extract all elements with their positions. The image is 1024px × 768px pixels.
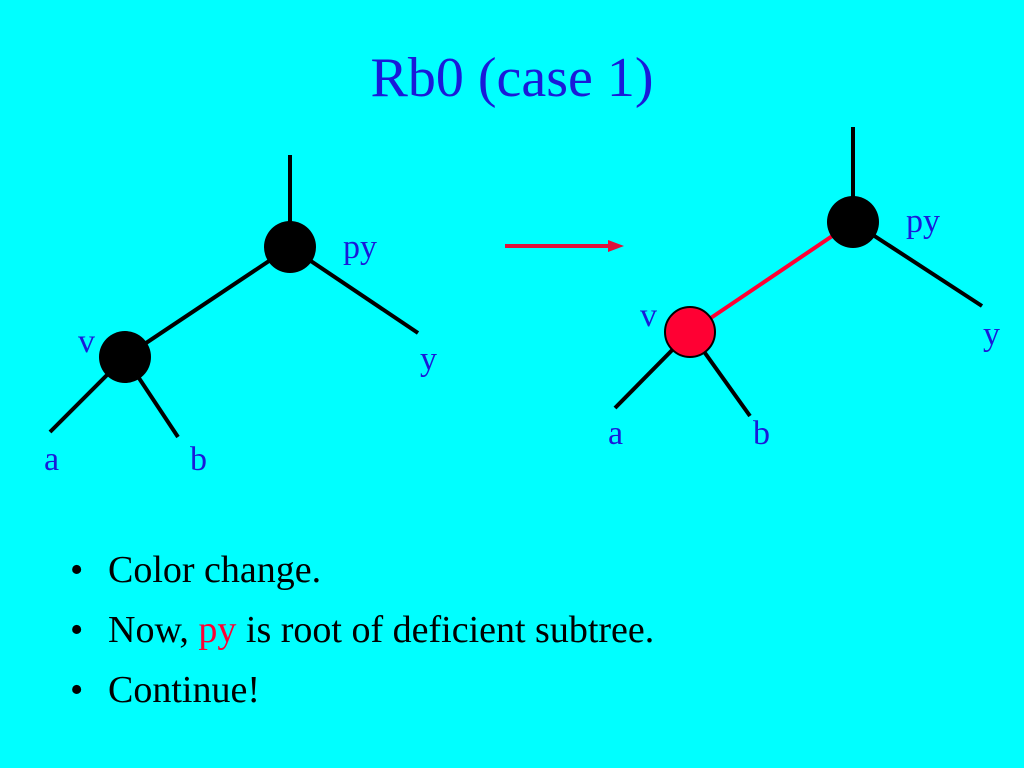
left-v-node [99,331,151,383]
bullet-marker: • [70,669,84,711]
transform-arrow [505,240,624,252]
bullet-marker: • [70,549,84,591]
left-v-label: v [78,323,95,360]
bullet-list: • Color change. • Now, py is root of def… [70,540,654,720]
bullet-item-continue: • Continue! [70,660,654,720]
right-v-label: v [640,297,657,334]
right-y-label: y [983,316,1000,353]
bullet-text-highlight: py [198,609,237,651]
left-a-label: a [44,441,59,478]
bullet-text: Continue! [108,669,260,711]
bullet-text: Color change. [108,549,322,591]
bullet-item-color-change: • Color change. [70,540,654,600]
right-a-label: a [608,415,623,452]
left-tree: py v y a b [44,155,437,478]
arrow-head [608,240,624,252]
right-py-node [827,196,879,248]
right-py-label: py [906,203,940,240]
bullet-text-prefix: Now, [108,609,199,651]
left-parent-to-v-edge [123,245,292,359]
bullet-text-suffix: is root of deficient subtree. [236,609,655,651]
right-b-label: b [753,415,770,452]
right-tree: py v y a b [608,127,1000,452]
left-py-node [264,221,316,273]
bullet-marker: • [70,609,84,651]
right-parent-to-v-edge [688,220,855,334]
left-b-label: b [190,441,207,478]
left-py-label: py [343,229,377,266]
left-y-label: y [420,341,437,378]
slide-title: Rb0 (case 1) [370,47,654,109]
tree-diagram: py v y a b py v y a b [44,127,1000,478]
right-v-node [664,306,716,358]
bullet-item-now-py: • Now, py is root of deficient subtree. [70,600,654,660]
